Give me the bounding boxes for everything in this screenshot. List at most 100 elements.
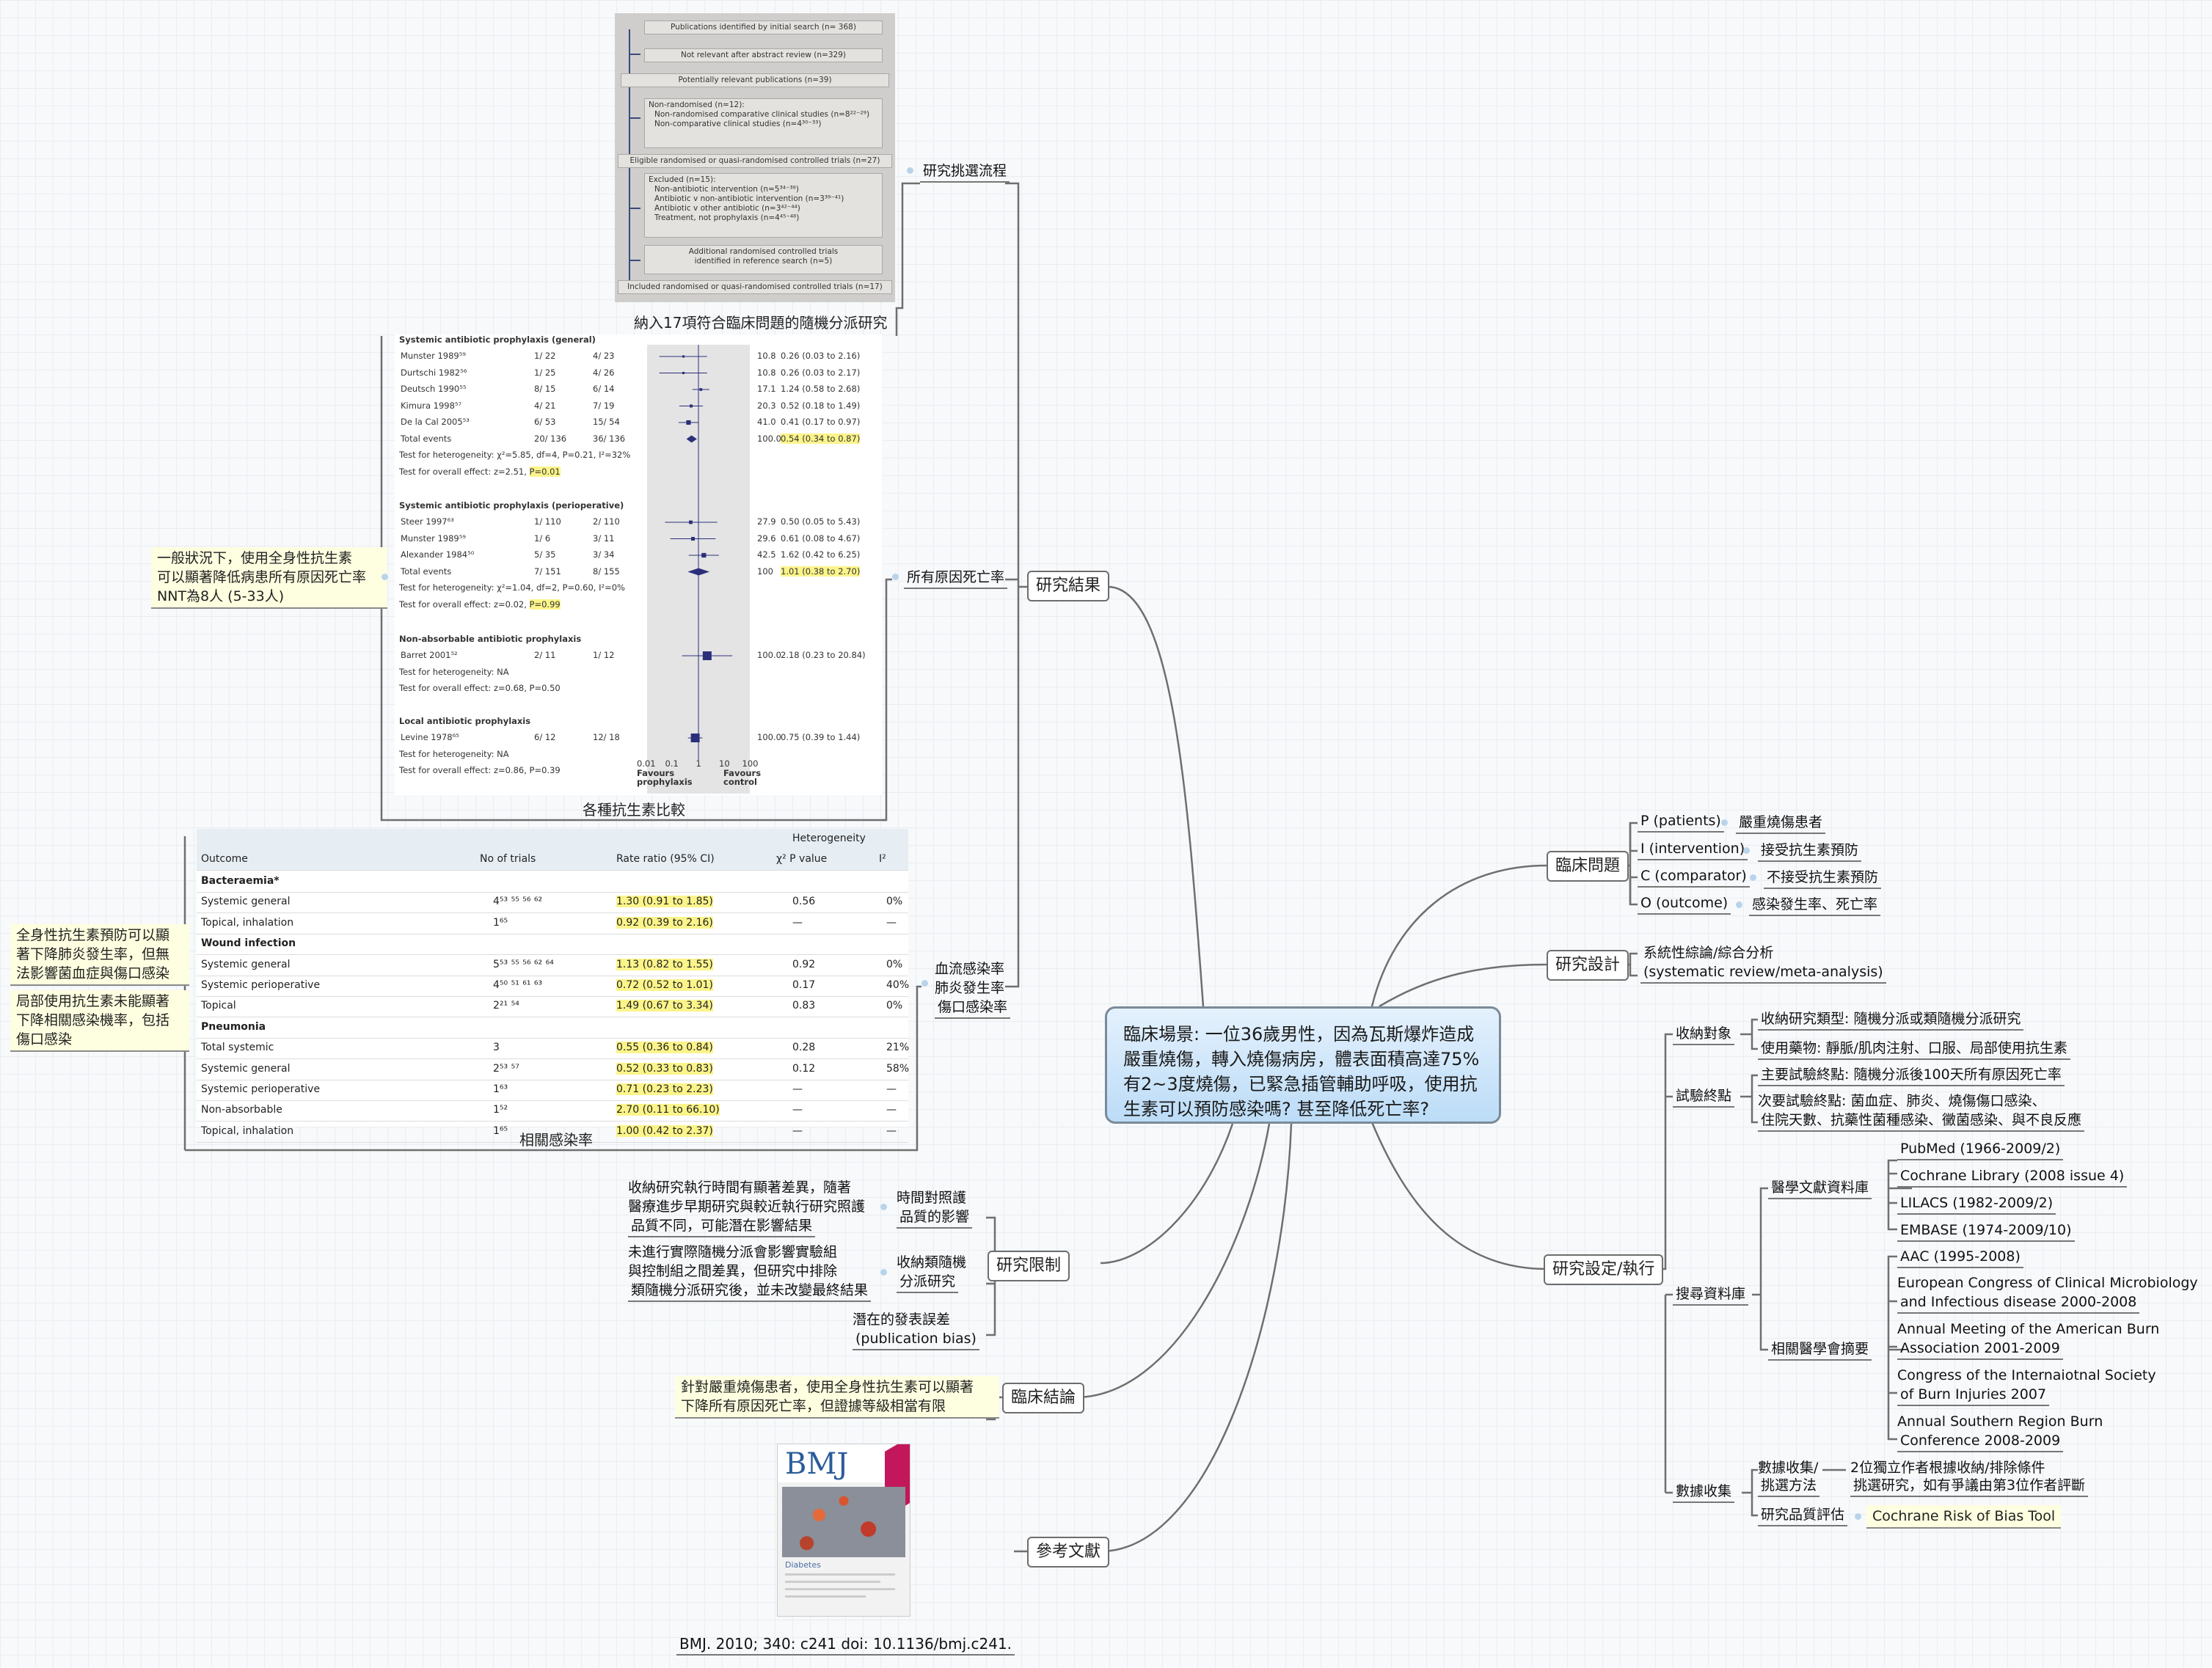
limit-quasi-note-2[interactable]: 與控制組之間差異，但研究中排除 — [628, 1263, 838, 1279]
cochrane-tool-note[interactable]: Cochrane Risk of Bias Tool — [1866, 1505, 2062, 1529]
inclusion-study-type[interactable]: 收納研究類型: 隨機分派或類隨機分派研究 — [1758, 1009, 2024, 1031]
conf-eccmid-2[interactable]: and Infectious disease 2000-2008 — [1897, 1292, 2140, 1314]
limit-pub-bias-1[interactable]: 潛在的發表誤差 — [853, 1312, 951, 1328]
results-infection-2[interactable]: 肺炎發生率 — [935, 980, 1005, 996]
collection-method-1[interactable]: 2位獨立作者根據收納/排除條件 — [1850, 1460, 2045, 1476]
prisma-flowchart-image[interactable]: Publications identified by initial searc… — [615, 13, 895, 302]
collection-method-label-1[interactable]: 數據收集/ — [1758, 1460, 1819, 1476]
results-mortality-label[interactable]: 所有原因死亡率 — [904, 568, 1008, 589]
bmj-cover-image[interactable]: BMJ Diabetes — [777, 1444, 910, 1617]
reference-citation[interactable]: BMJ. 2010; 340: c241 doi: 10.1136/bmj.c2… — [676, 1634, 1015, 1656]
quality-assessment-label[interactable]: 研究品質評估 — [1758, 1505, 1848, 1526]
inclusion-drugs[interactable]: 使用藥物: 靜脈/肌肉注射、口服、局部使用抗生素 — [1758, 1039, 2070, 1060]
results-infection-1[interactable]: 血流感染率 — [935, 961, 1005, 977]
limit-time-label-1[interactable]: 時間對照護 — [897, 1190, 967, 1206]
pico-o-key[interactable]: O (outcome) — [1638, 893, 1731, 915]
limit-time-note-2[interactable]: 醫療進步早期研究與較近執行研究照護 — [628, 1199, 866, 1215]
pico-o-value[interactable]: 感染發生率、死亡率 — [1749, 895, 1881, 916]
pico-i-key[interactable]: I (intervention) — [1638, 839, 1748, 860]
medical-db-label[interactable]: 醫學文獻資料庫 — [1768, 1178, 1872, 1199]
conf-isbi-2[interactable]: of Burn Injuries 2007 — [1897, 1385, 2050, 1406]
conf-eccmid-1[interactable]: European Congress of Clinical Microbiolo… — [1897, 1275, 2198, 1291]
table-caption[interactable]: 相關感染率 — [519, 1131, 593, 1149]
pico-c-key[interactable]: C (comparator) — [1638, 866, 1750, 888]
limit-time-label-2[interactable]: 品質的影響 — [897, 1207, 973, 1229]
forest-weight: 27.9 — [757, 516, 776, 527]
forest-study-name: Steer 1997⁶³ — [401, 516, 454, 527]
pico-c-value[interactable]: 不接受抗生素預防 — [1764, 868, 1882, 889]
endpoint-secondary-2[interactable]: 住院天數、抗藥性菌種感染、黴菌感染、與不良反應 — [1758, 1111, 2085, 1132]
topic-conclusion[interactable]: 臨床結論 — [1002, 1383, 1085, 1413]
conf-aba-2[interactable]: Association 2001-2009 — [1897, 1339, 2063, 1360]
topic-clinical-question[interactable]: 臨床問題 — [1547, 851, 1629, 882]
infection-note-systemic[interactable]: 全身性抗生素預防可以顯 著下降肺炎發生率，但無 法影響菌血症與傷口感染 — [10, 924, 189, 986]
pico-i-value[interactable]: 接受抗生素預防 — [1758, 841, 1862, 862]
infection-note-topical[interactable]: 局部使用抗生素未能顯著 下降相關感染機率，包括 傷口感染 — [10, 990, 189, 1052]
limit-time-note-3[interactable]: 品質不同，可能潛在影響結果 — [628, 1216, 816, 1237]
forest-rate-ratio: 0.26 (0.03 to 2.17) — [781, 367, 861, 378]
inclusion-label[interactable]: 收納對象 — [1673, 1024, 1735, 1045]
conf-isbi-1[interactable]: Congress of the Internaiotnal Society — [1897, 1367, 2156, 1383]
connector-dot — [921, 980, 928, 987]
limit-quasi-label-1[interactable]: 收納類隨機 — [897, 1254, 967, 1270]
endpoint-primary[interactable]: 主要試驗終點: 隨機分派後100天所有原因死亡率 — [1758, 1065, 2065, 1086]
limit-quasi-note-3[interactable]: 類隨機分派研究後，並未改變最終結果 — [628, 1281, 872, 1302]
forest-study-name: Total events — [401, 566, 452, 577]
topic-reference[interactable]: 參考文獻 — [1027, 1537, 1110, 1568]
design-line-2[interactable]: (systematic review/meta-analysis) — [1640, 962, 1886, 984]
db-pubmed[interactable]: PubMed (1966-2009/2) — [1897, 1139, 2064, 1160]
conf-aac[interactable]: AAC (1995-2008) — [1897, 1247, 2023, 1268]
forest-pooled-diamond — [687, 568, 710, 576]
data-collection-label[interactable]: 數據收集 — [1673, 1482, 1735, 1503]
conf-srbc-1[interactable]: Annual Southern Region Burn — [1897, 1413, 2103, 1430]
table-header-trials: No of trials — [480, 853, 536, 865]
collection-method-label-2[interactable]: 挑選方法 — [1758, 1476, 1820, 1497]
pico-p-value[interactable]: 嚴重燒傷患者 — [1736, 813, 1826, 834]
connector-dot — [1721, 819, 1728, 826]
topic-limitations[interactable]: 研究限制 — [988, 1251, 1070, 1281]
table-cell-outcome: Total systemic — [201, 1042, 274, 1054]
conf-aba-1[interactable]: Annual Meeting of the American Burn — [1897, 1321, 2160, 1337]
topic-study-design[interactable]: 研究設計 — [1547, 950, 1629, 981]
collection-method-2[interactable]: 挑選研究，如有爭議由第3位作者評斷 — [1850, 1476, 2089, 1497]
results-infection-3[interactable]: 傷口感染率 — [935, 998, 1011, 1019]
limit-pub-bias-2[interactable]: (publication bias) — [853, 1329, 979, 1350]
endpoint-label[interactable]: 試驗終點 — [1673, 1086, 1735, 1108]
topic-results[interactable]: 研究結果 — [1027, 571, 1110, 601]
forest-point-estimate — [682, 355, 685, 358]
pico-p-key[interactable]: P (patients) — [1638, 811, 1724, 833]
forest-heterogeneity: Test for heterogeneity: NA — [399, 666, 509, 677]
conf-srbc-2[interactable]: Conference 2008-2009 — [1897, 1431, 2064, 1452]
forest-plot-marks — [659, 345, 733, 760]
design-line-1[interactable]: 系統性綜論/綜合分析 — [1643, 945, 1774, 961]
limit-time-note-1[interactable]: 收納研究執行時間有顯著差異，隨著 — [628, 1179, 852, 1196]
forest-study-name: Deutsch 1990⁵⁵ — [401, 384, 467, 394]
forest-study-name: Alexander 1984⁵⁰ — [401, 549, 475, 560]
search-label[interactable]: 搜尋資料庫 — [1673, 1284, 1749, 1306]
central-topic[interactable]: 臨床場景: 一位36歲男性，因為瓦斯爆炸造成嚴重燒傷，轉入燒傷病房，體表面積高達… — [1105, 1006, 1501, 1124]
connector-dot — [880, 1269, 887, 1276]
limit-quasi-note-1[interactable]: 未進行實際隨機分派會影響實驗組 — [628, 1244, 838, 1260]
conclusion-note[interactable]: 針對嚴重燒傷患者，使用全身性抗生素可以顯著 下降所有原因死亡率，但證據等級相當有… — [675, 1376, 999, 1419]
db-cochrane[interactable]: Cochrane Library (2008 issue 4) — [1897, 1166, 2128, 1188]
forest-control-events: 7/ 19 — [593, 400, 615, 411]
table-row: Bacteraemia* — [197, 871, 908, 893]
forest-plot-image[interactable]: Systemic antibiotic prophylaxis (general… — [395, 334, 882, 795]
forest-caption[interactable]: 各種抗生素比較 — [583, 801, 685, 819]
prisma-caption[interactable]: 納入17項符合臨床問題的隨機分派研究 — [634, 314, 888, 332]
endpoint-secondary-1[interactable]: 次要試驗終點: 菌血症、肺炎、燒傷傷口感染、 — [1758, 1093, 2046, 1109]
results-flow-label[interactable]: 研究挑選流程 — [920, 161, 1010, 183]
limit-quasi-label-2[interactable]: 分派研究 — [897, 1272, 959, 1293]
mortality-note[interactable]: 一般狀況下，使用全身性抗生素 可以顯著降低病患所有原因死亡率 NNT為8人 (5… — [151, 547, 387, 609]
infection-note-a-2: 著下降肺炎發生率，但無 — [16, 946, 170, 962]
forest-control-events: 2/ 110 — [593, 516, 620, 527]
forest-treatment-events: 4/ 21 — [534, 400, 556, 411]
conference-label[interactable]: 相關醫學會摘要 — [1768, 1339, 1872, 1361]
db-embase[interactable]: EMBASE (1974-2009/10) — [1897, 1221, 2075, 1242]
table-cell-trials: 1⁶³ — [493, 1083, 508, 1095]
db-lilacs[interactable]: LILACS (1982-2009/2) — [1897, 1193, 2056, 1215]
connector-dot — [1736, 901, 1742, 908]
topic-study-setting[interactable]: 研究設定/執行 — [1544, 1254, 1664, 1285]
